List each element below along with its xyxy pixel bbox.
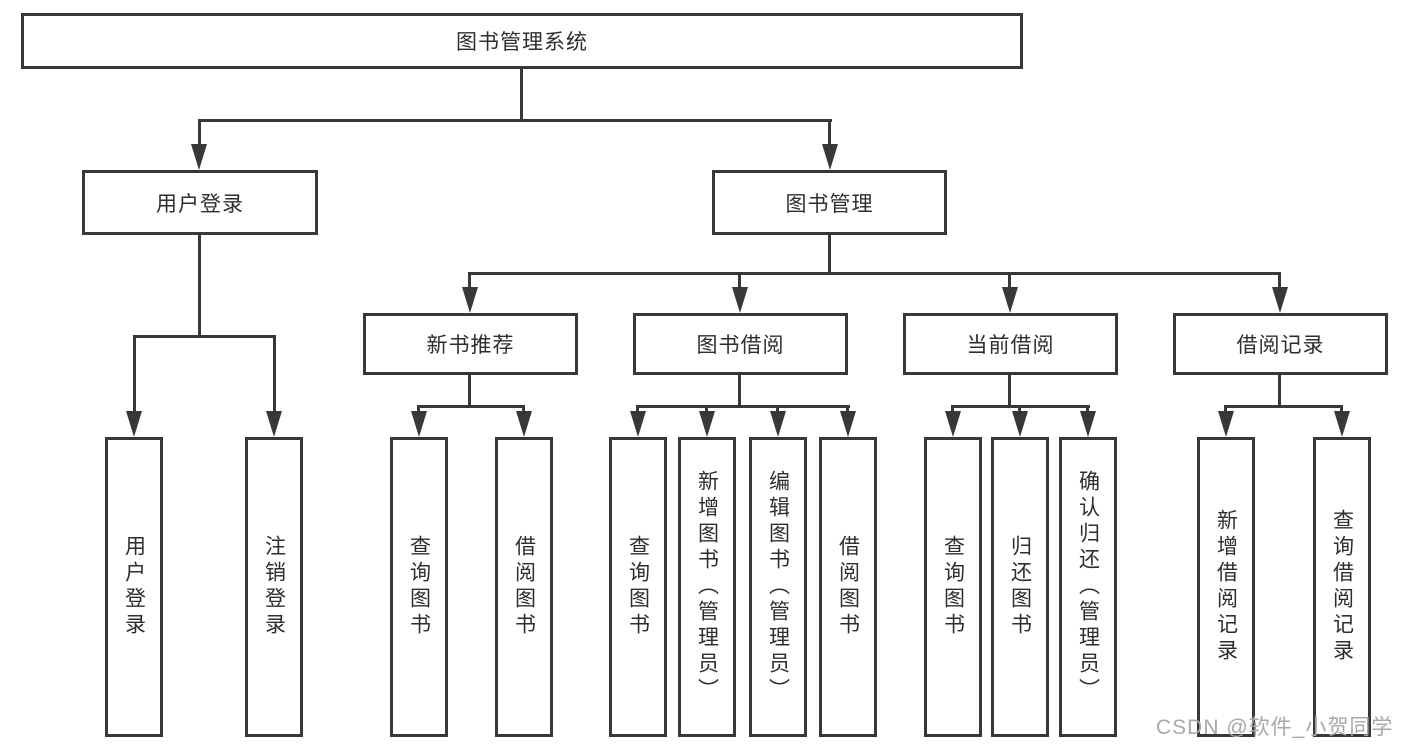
- leaf-label: 用户登录: [122, 535, 146, 639]
- connector-line: [417, 405, 420, 413]
- connector-line: [133, 335, 276, 338]
- leaf-return-books: 归还图书: [991, 437, 1049, 737]
- connector-line: [776, 405, 779, 413]
- node-book-management: 图书管理: [712, 170, 947, 235]
- node-borrow-records: 借阅记录: [1173, 313, 1388, 375]
- leaf-label: 新增借阅记录: [1214, 509, 1238, 665]
- arrow-down-icon: [630, 411, 646, 437]
- connector-line: [417, 405, 525, 408]
- arrow-down-icon: [1080, 411, 1096, 437]
- arrow-down-icon: [1334, 411, 1350, 437]
- leaf-edit-books-admin: 编辑图书（管理员）: [749, 437, 807, 737]
- connector-line: [273, 335, 276, 413]
- arrow-down-icon: [126, 411, 142, 437]
- connector-line: [951, 405, 954, 413]
- leaf-label: 编辑图书（管理员）: [766, 470, 790, 704]
- connector-line: [520, 69, 523, 121]
- leaf-label: 借阅图书: [836, 535, 860, 639]
- connector-line: [1224, 405, 1227, 413]
- arrow-down-icon: [1012, 411, 1028, 437]
- arrow-down-icon: [191, 144, 207, 170]
- leaf-label: 归还图书: [1008, 535, 1032, 639]
- arrow-down-icon: [770, 411, 786, 437]
- node-new-book-recommend: 新书推荐: [363, 313, 578, 375]
- connector-line: [636, 405, 850, 408]
- node-book-borrow: 图书借阅: [633, 313, 848, 375]
- watermark: CSDN @软件_小贺同学: [1156, 716, 1394, 739]
- leaf-query-borrow-record: 查询借阅记录: [1313, 437, 1371, 737]
- leaf-add-borrow-record: 新增借阅记录: [1197, 437, 1255, 737]
- node-current-borrow: 当前借阅: [903, 313, 1118, 375]
- leaf-query-books-recommend: 查询图书: [390, 437, 448, 737]
- connector-line: [1018, 405, 1021, 413]
- leaf-add-books-admin: 新增图书（管理员）: [678, 437, 736, 737]
- connector-line: [1086, 405, 1089, 413]
- arrow-down-icon: [462, 287, 478, 313]
- leaf-user-login: 用户登录: [105, 437, 163, 737]
- connector-line: [133, 335, 136, 413]
- leaf-logout: 注销登录: [245, 437, 303, 737]
- arrow-down-icon: [516, 411, 532, 437]
- leaf-confirm-return-admin: 确认归还（管理员）: [1059, 437, 1117, 737]
- arrow-down-icon: [945, 411, 961, 437]
- connector-line: [522, 405, 525, 413]
- connector-line: [1340, 405, 1343, 413]
- leaf-label: 查询图书: [407, 535, 431, 639]
- arrow-down-icon: [699, 411, 715, 437]
- leaf-label: 注销登录: [262, 535, 286, 639]
- connector-line: [738, 272, 741, 289]
- connector-line: [738, 375, 741, 408]
- connector-line: [198, 119, 832, 122]
- leaf-label: 新增图书（管理员）: [695, 470, 719, 704]
- connector-line: [1278, 272, 1281, 289]
- connector-line: [468, 375, 471, 408]
- arrow-down-icon: [1218, 411, 1234, 437]
- connector-line: [198, 119, 201, 146]
- leaf-label: 查询图书: [941, 535, 965, 639]
- arrow-down-icon: [1272, 287, 1288, 313]
- leaf-label: 借阅图书: [512, 535, 536, 639]
- connector-line: [1224, 405, 1343, 408]
- arrow-down-icon: [822, 144, 838, 170]
- connector-line: [705, 405, 708, 413]
- connector-line: [1008, 375, 1011, 408]
- node-root: 图书管理系统: [21, 13, 1023, 69]
- connector-line: [828, 235, 831, 274]
- leaf-query-books-borrow: 查询图书: [609, 437, 667, 737]
- arrow-down-icon: [1002, 287, 1018, 313]
- leaf-borrow-books: 借阅图书: [819, 437, 877, 737]
- leaf-query-books-current: 查询图书: [924, 437, 982, 737]
- leaf-borrow-books-recommend: 借阅图书: [495, 437, 553, 737]
- connector-line: [846, 405, 849, 413]
- leaf-label: 确认归还（管理员）: [1076, 470, 1100, 704]
- connector-line: [468, 272, 471, 289]
- connector-line: [636, 405, 639, 413]
- connector-line: [198, 235, 201, 338]
- node-user-login-branch: 用户登录: [82, 170, 318, 235]
- leaf-label: 查询借阅记录: [1330, 509, 1354, 665]
- connector-line: [468, 272, 1281, 275]
- arrow-down-icon: [411, 411, 427, 437]
- arrow-down-icon: [840, 411, 856, 437]
- connector-line: [828, 119, 831, 146]
- connector-line: [1008, 272, 1011, 289]
- arrow-down-icon: [732, 287, 748, 313]
- leaf-label: 查询图书: [626, 535, 650, 639]
- connector-line: [1278, 375, 1281, 408]
- arrow-down-icon: [266, 411, 282, 437]
